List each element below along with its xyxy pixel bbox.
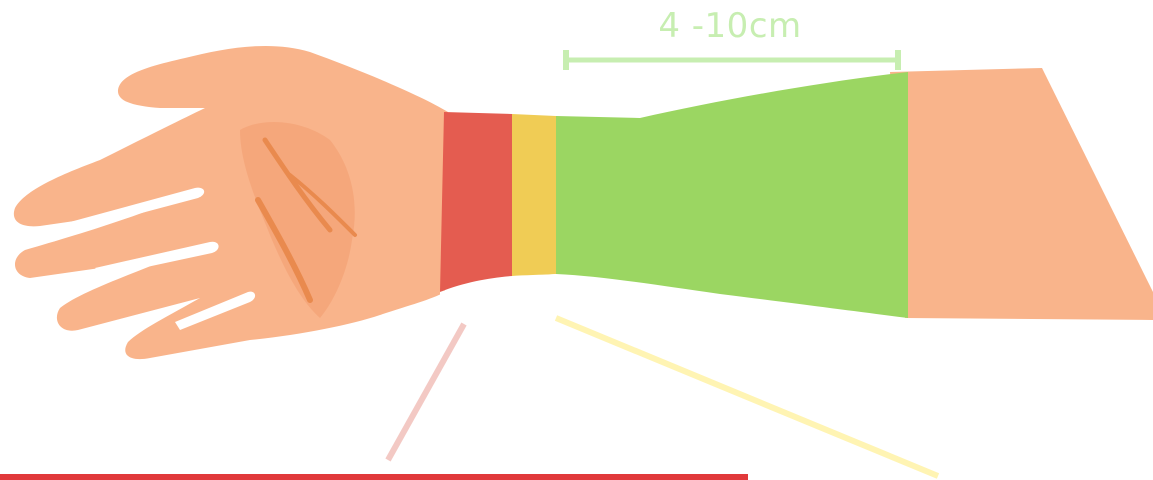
hand-palm: [14, 46, 448, 359]
zone-green: [556, 72, 908, 318]
measurement-label: 4 -10cm: [560, 4, 900, 48]
zone-red: [440, 112, 512, 292]
pointer-line-yellow: [556, 318, 938, 476]
upper-arm: [890, 68, 1153, 320]
pointer-line-red: [388, 324, 464, 460]
measurement-bar: [566, 50, 898, 70]
zone-yellow: [512, 114, 556, 276]
bottom-bar: [0, 474, 748, 480]
